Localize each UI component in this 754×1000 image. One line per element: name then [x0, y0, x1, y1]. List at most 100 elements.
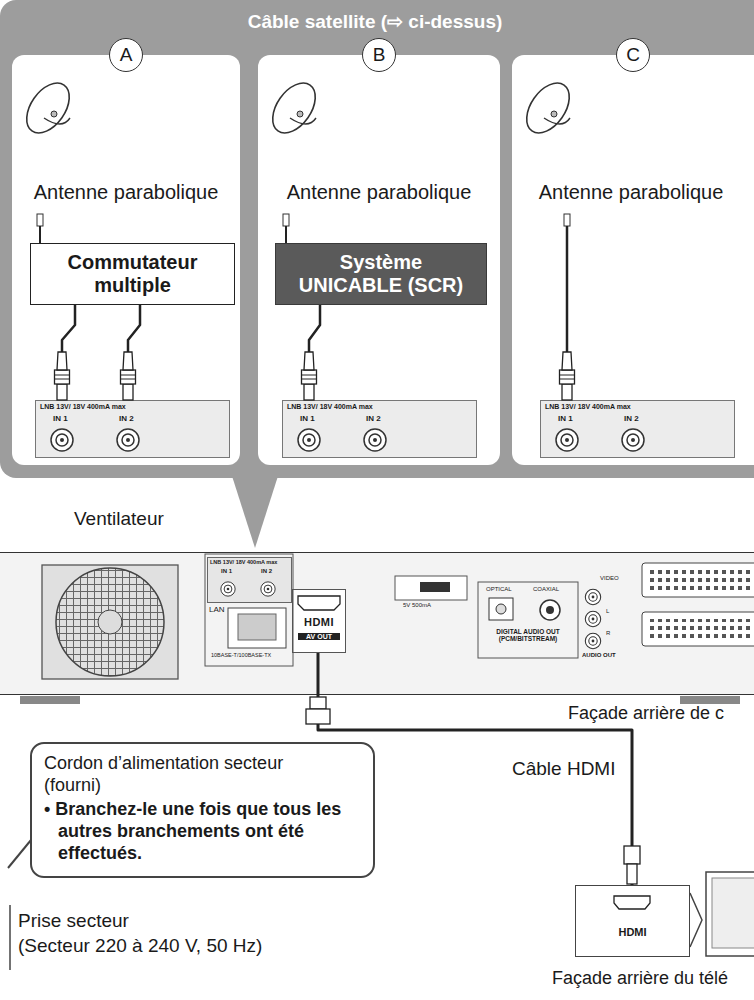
fan-grill	[56, 568, 164, 676]
lnb-connector	[37, 214, 43, 226]
edge-label: Câble HDMI	[512, 758, 615, 780]
multiswitch-box: Commutateur multiple	[30, 243, 235, 305]
tv-pointer	[690, 893, 702, 947]
option-panel: BAntenne paraboliqueSystème UNICABLE (SC…	[258, 55, 500, 465]
jack	[221, 582, 235, 596]
dish-icon	[264, 75, 324, 140]
port-label: 5V 500mA	[403, 602, 431, 609]
foot	[20, 696, 80, 704]
port-label: OPTICAL	[486, 586, 512, 593]
fan-frame	[42, 565, 178, 679]
jack	[298, 429, 320, 451]
dish-icon	[518, 75, 578, 140]
f-plug	[55, 352, 70, 400]
rca-jack	[585, 633, 600, 648]
panel-pointer	[232, 476, 278, 548]
lan-jack-inner	[238, 614, 276, 640]
port-label: 10BASE-T/100BASE-TX	[211, 652, 271, 658]
hdmi-plug	[306, 709, 330, 724]
recorder-rear: Façade arrière de cLNB 13V/ 18V 400mA ma…	[0, 552, 754, 695]
audio-frame	[478, 582, 578, 658]
scart	[642, 612, 754, 646]
cable	[566, 226, 569, 360]
caption-text: Façade arrière du télé	[552, 968, 728, 989]
input-label: IN 2	[119, 414, 134, 423]
hdmi-logo: HDMI	[293, 616, 345, 628]
tv-hdmi-input: HDMI	[575, 885, 690, 957]
jack	[261, 582, 275, 596]
device-label: Antenne parabolique	[258, 181, 500, 204]
usb-frame	[395, 576, 467, 600]
jack	[622, 429, 644, 451]
port-label: R	[606, 630, 610, 637]
coaxial-pin	[546, 606, 554, 614]
coax-cable	[128, 305, 140, 400]
coax-cable	[62, 305, 75, 400]
jack	[117, 429, 139, 451]
panel-caption: Façade arrière de c	[568, 703, 724, 724]
foot	[680, 696, 740, 704]
f-plug	[302, 352, 317, 400]
jack	[556, 429, 578, 451]
f-plug	[560, 352, 575, 400]
hdmi-plug	[310, 697, 326, 709]
input-label: IN 2	[366, 414, 381, 423]
lnb-connector	[283, 214, 289, 226]
device-name: Commutateur multiple	[44, 251, 222, 297]
input-plate: LNB 13V/ 18V 400mA maxIN 1IN 2	[207, 557, 292, 603]
option-panel: AAntenne paraboliqueCommutateur multiple…	[12, 55, 240, 465]
cable	[39, 226, 41, 243]
fan-hub	[98, 610, 122, 634]
hdmi-plug	[624, 846, 640, 864]
leader-line	[9, 905, 11, 970]
device-name: Système UNICABLE (SCR)	[292, 251, 470, 297]
port-label: AV OUT	[298, 633, 340, 640]
scart	[642, 563, 754, 597]
rca-jack	[585, 589, 600, 604]
caption-text: Prise secteur	[18, 910, 129, 932]
hdmi-port	[298, 596, 340, 610]
callout-tail	[8, 840, 31, 868]
port-label: LAN	[209, 605, 225, 614]
section-frame	[205, 554, 293, 666]
cable	[285, 226, 287, 243]
rating-text: LNB 13V/ 18V 400mA max	[545, 403, 631, 410]
port-label: AUDIO OUT	[582, 652, 616, 659]
input-plate: LNB 13V/ 18V 400mA max IN 1 IN 2	[35, 400, 230, 458]
optical-inner	[496, 604, 506, 614]
input-label: IN 1	[300, 414, 315, 423]
scart-pins	[650, 570, 754, 590]
jack	[364, 429, 386, 451]
device-label: Antenne parabolique	[12, 181, 240, 204]
rating-text: LNB 13V/ 18V 400mA max	[287, 403, 373, 410]
tv-screen	[712, 878, 754, 948]
hdmi-plug	[627, 864, 637, 884]
note-heading: Cordon d’alimentation secteur (fourni)	[44, 753, 334, 797]
rca-jack	[585, 611, 600, 626]
hdmi-output: HDMI AV OUT	[292, 589, 346, 653]
input-label: IN 2	[624, 414, 639, 423]
rating-text: LNB 13V/ 18V 400mA max	[40, 403, 126, 410]
part-name: Ventilateur	[74, 508, 164, 530]
input-label: IN 1	[53, 414, 68, 423]
coaxial-jack	[540, 600, 560, 620]
f-plug	[121, 352, 136, 400]
coax-cable	[309, 305, 320, 400]
port-label: L	[606, 608, 609, 615]
satellite-panel: Câble satellite (⇨ ci-dessus)AAntenne pa…	[0, 0, 754, 478]
note-callout: Cordon d’alimentation secteur (fourni)• …	[30, 742, 375, 878]
port-label: VIDEO	[600, 575, 619, 582]
input-label: IN 2	[261, 568, 272, 574]
caption-text: (Secteur 220 à 240 V, 50 Hz)	[18, 935, 262, 957]
input-plate: LNB 13V/ 18V 400mA max IN 1 IN 2	[282, 400, 477, 458]
scart-pins	[650, 619, 754, 639]
hdmi-cable	[318, 653, 632, 885]
device-label: Antenne parabolique	[508, 181, 754, 204]
callout-letter: C	[616, 38, 650, 72]
dish-icon	[18, 75, 78, 140]
usb-port	[420, 582, 450, 592]
tv-monitor	[706, 872, 754, 956]
rating-text: LNB 13V/ 18V 400mA max	[210, 559, 277, 565]
input-plate: LNB 13V/ 18V 400mA maxIN 1IN 2	[540, 400, 735, 458]
